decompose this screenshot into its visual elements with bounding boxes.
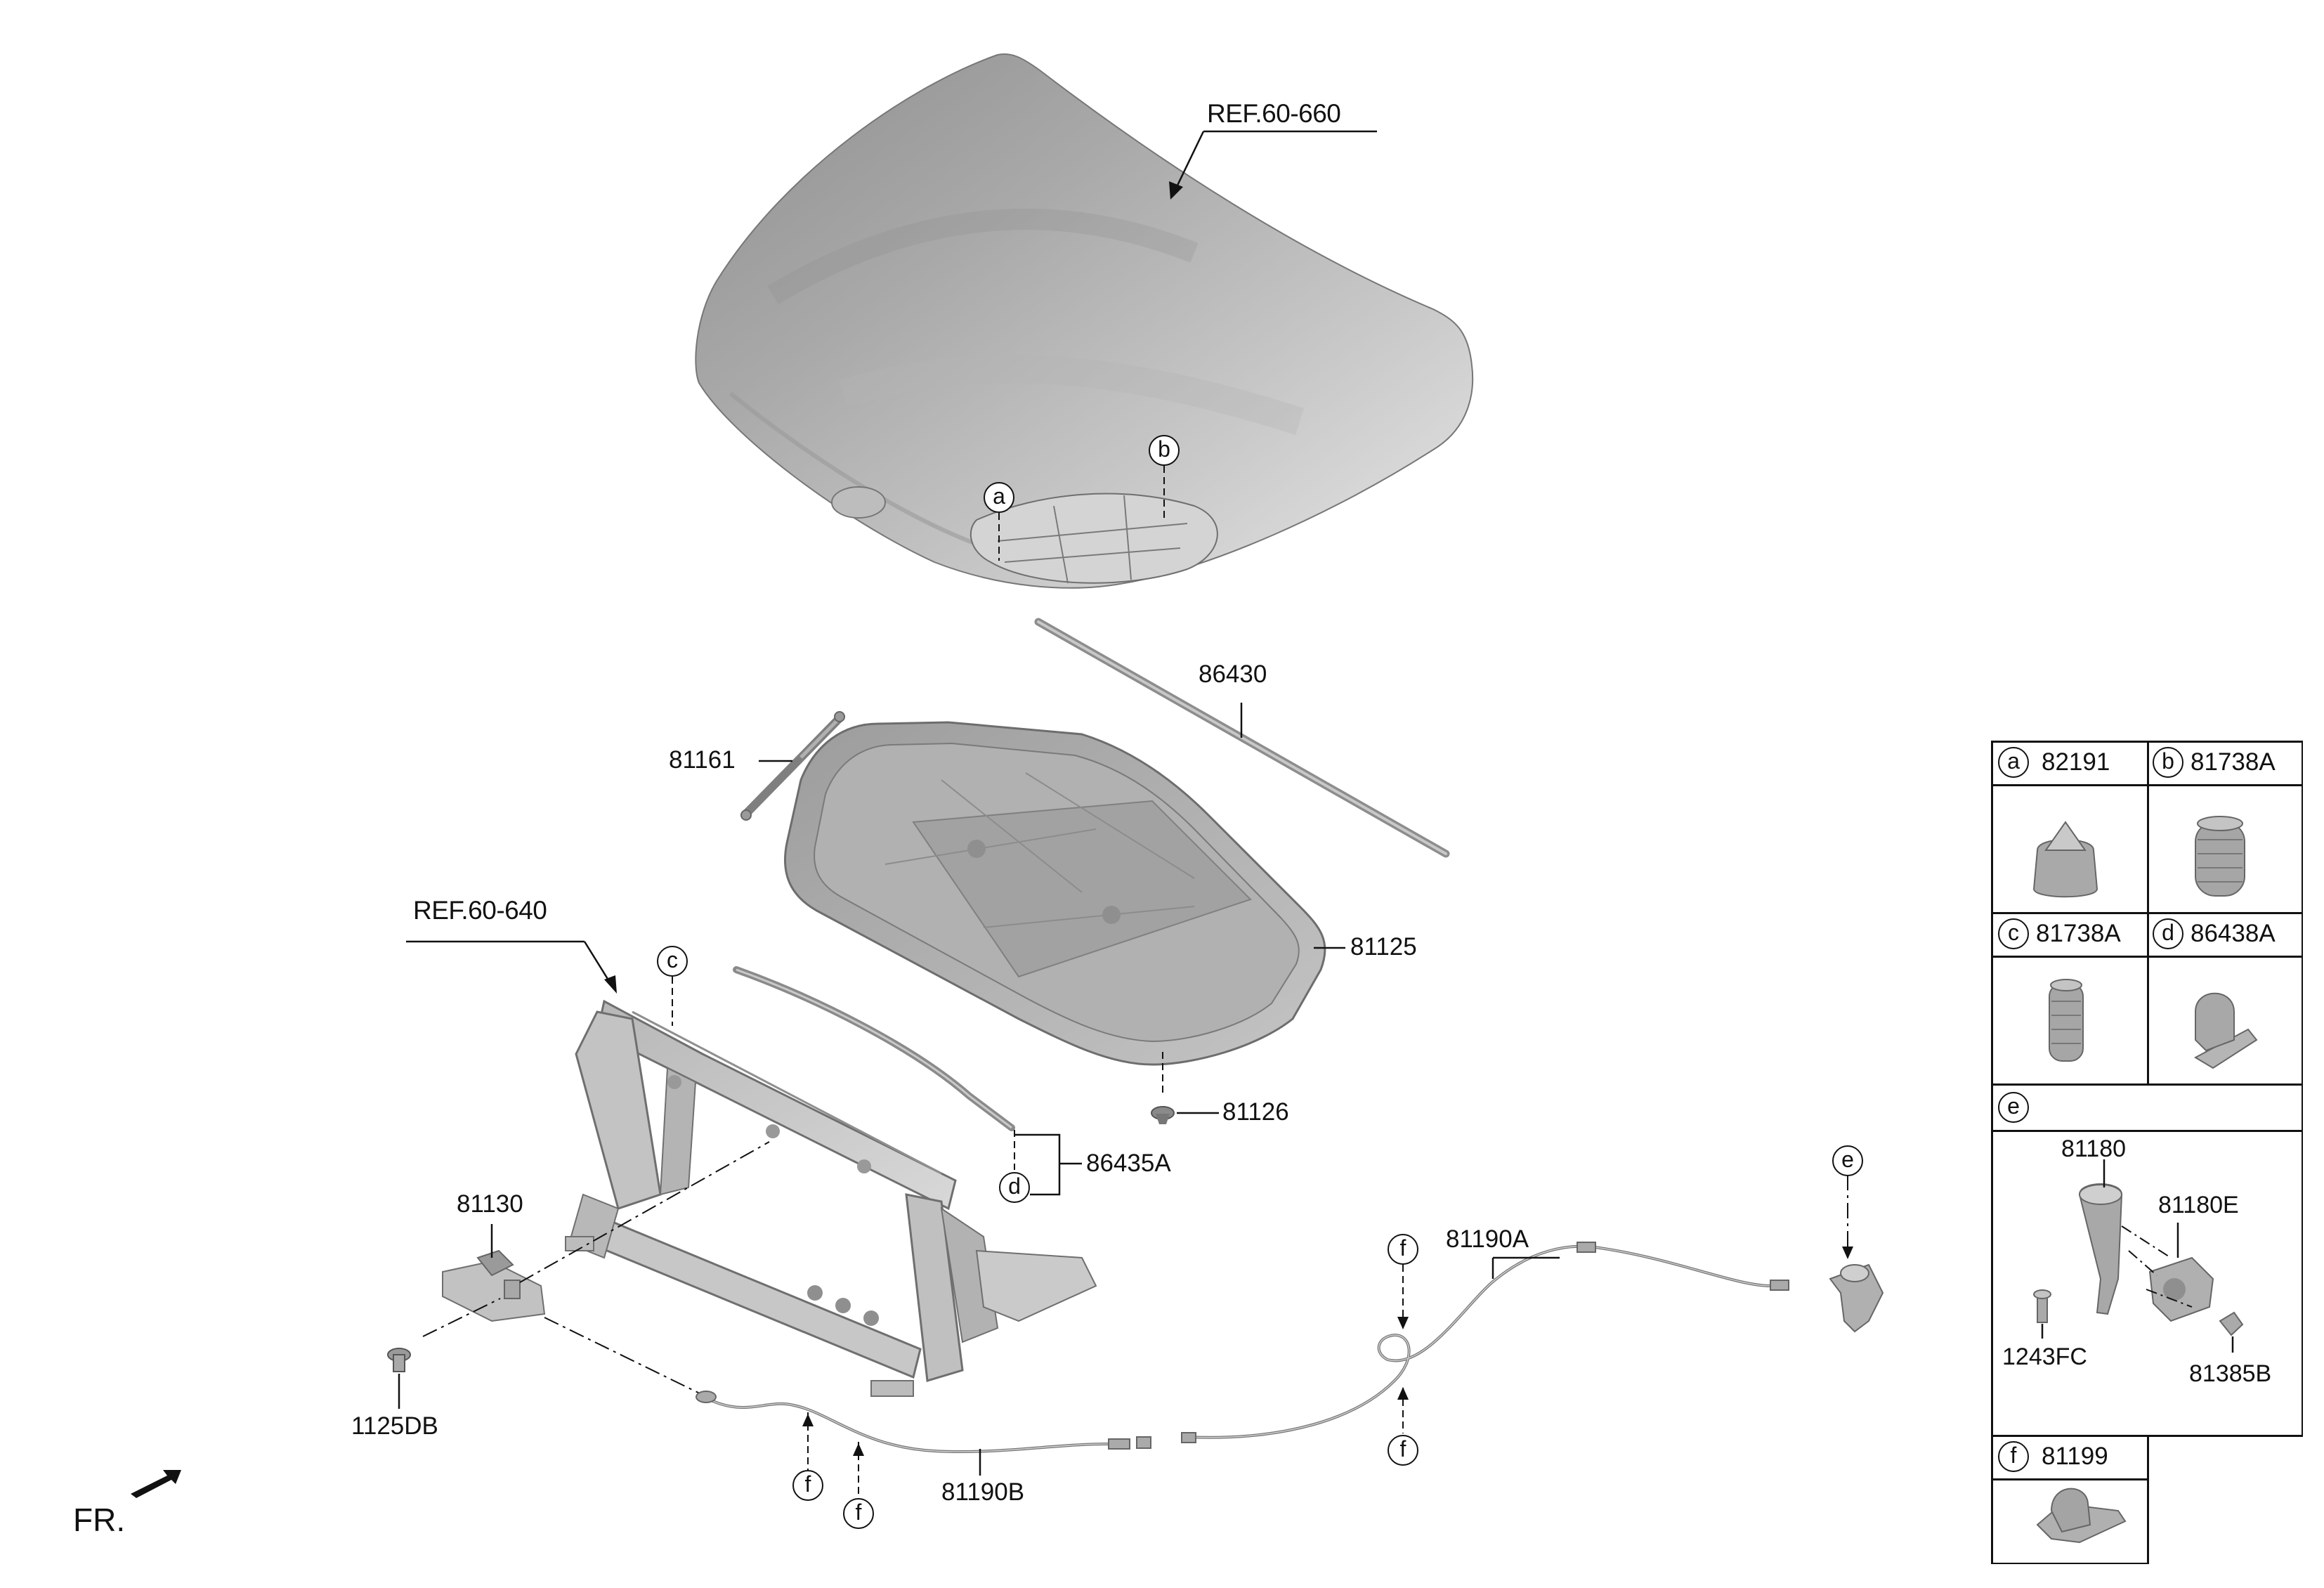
part-label-86435A: 86435A <box>1086 1150 1171 1177</box>
legend-part-number-f: 81199 <box>2042 1443 2108 1470</box>
legend-row-b: b 81738A <box>2147 741 2303 784</box>
release-handle <box>1829 1263 1884 1333</box>
hood-latch-81130 <box>442 1249 546 1322</box>
radiator-support-frame <box>565 999 1097 1397</box>
legend-row-f: f 81199 <box>1991 1435 2147 1478</box>
part-label-81161: 81161 <box>669 746 736 774</box>
legend-part-number-a: 82191 <box>2042 748 2110 776</box>
callout-f-upper: f <box>1388 1234 1418 1265</box>
part-label-86430: 86430 <box>1199 660 1267 688</box>
legend-callout-f: f <box>1998 1441 2029 1472</box>
callout-f-bottom: f <box>843 1498 874 1529</box>
legend-part-1243FC: 1243FC <box>2002 1343 2087 1370</box>
callout-e: e <box>1832 1145 1863 1176</box>
legend-part-81738A-c <box>2049 979 2084 1062</box>
legend-row-d: d 86438A <box>2147 912 2303 956</box>
part-label-81130: 81130 <box>457 1190 523 1218</box>
hood-panel <box>695 53 1474 589</box>
ref-carrier-label: REF.60-640 <box>413 896 547 925</box>
callout-f-lower: f <box>1388 1435 1418 1466</box>
clip-81126 <box>1151 1052 1175 1124</box>
legend-part-number-d: 86438A <box>2191 920 2276 947</box>
legend-callout-c: c <box>1998 918 2029 949</box>
part-label-1125DB: 1125DB <box>351 1412 438 1440</box>
seal-86435A <box>733 966 1015 1131</box>
callout-c: c <box>657 946 688 977</box>
legend-callout-e: e <box>1998 1092 2029 1123</box>
legend-part-number-c: 81738A <box>2036 920 2121 947</box>
legend-part-81385B: 81385B <box>2189 1360 2272 1387</box>
part-label-81125: 81125 <box>1350 933 1417 961</box>
legend-callout-a: a <box>1998 747 2029 778</box>
legend-part-81180: 81180 <box>2061 1135 2127 1162</box>
legend-part-82191 <box>2032 821 2098 898</box>
legend-part-81199 <box>2036 1488 2127 1544</box>
hood-lifter-81161 <box>740 711 845 821</box>
callout-f-left: f <box>792 1470 823 1501</box>
callout-a: a <box>984 482 1014 513</box>
legend-table: a 82191 b 81738A c 81738A d 86438A e 811… <box>1991 741 2303 1564</box>
legend-row-a: a 82191 <box>1991 741 2147 784</box>
release-cable-81190B <box>696 1391 1151 1454</box>
bolt-1125DB <box>387 1348 411 1372</box>
legend-part-81180-assembly <box>2033 1183 2244 1336</box>
part-label-81126: 81126 <box>1222 1098 1289 1126</box>
callout-b: b <box>1149 435 1180 466</box>
part-label-81190B: 81190B <box>941 1478 1025 1506</box>
legend-part-81180E: 81180E <box>2158 1192 2239 1218</box>
legend-part-number-b: 81738A <box>2191 748 2276 776</box>
legend-callout-d: d <box>2153 918 2183 949</box>
front-arrow-icon <box>131 1470 181 1498</box>
legend-part-86438A <box>2193 992 2258 1069</box>
part-label-81190A: 81190A <box>1446 1225 1529 1253</box>
legend-callout-b: b <box>2153 747 2183 778</box>
hood-insulator-81125 <box>783 721 1326 1066</box>
ref-hood-label: REF.60-660 <box>1207 99 1341 128</box>
legend-row-e: e <box>1991 1085 2303 1130</box>
callout-d: d <box>999 1172 1030 1203</box>
front-direction-label: FR. <box>73 1502 126 1538</box>
legend-part-81738A-b <box>2195 816 2245 897</box>
release-cable-81190A <box>1181 1242 1789 1443</box>
legend-row-c: c 81738A <box>1991 912 2147 956</box>
